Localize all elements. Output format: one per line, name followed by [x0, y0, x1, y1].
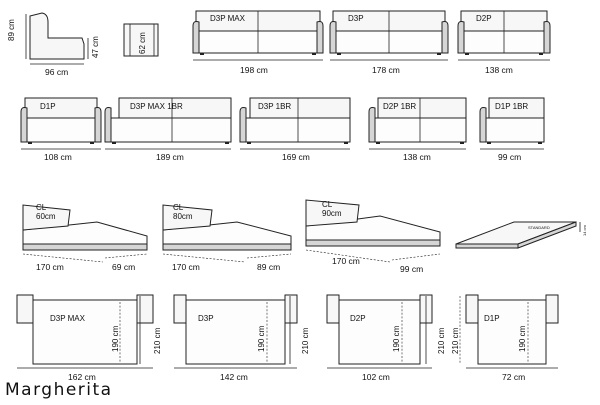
sofa-d3p-max-1br-label: D3P MAX 1BR: [130, 102, 183, 111]
bed-d3p-max-open: 210 cm: [153, 327, 162, 354]
mattress-thickness: 14 cm: [582, 224, 587, 236]
bed-d1p-length: 190 cm: [518, 325, 527, 352]
chaise-cl60-sub: 60cm: [36, 212, 56, 221]
bed-d3p-open: 210 cm: [301, 327, 310, 354]
chaise-cl60: CL 60cm 170 cm 69 cm: [22, 203, 148, 272]
sofa-d3p: D3P 178 cm: [329, 10, 449, 75]
bed-d3p-label: D3P: [198, 314, 214, 323]
chaise-cl90: CL 90cm 170 cm 99 cm: [305, 199, 441, 274]
bed-d2p-width: 102 cm: [362, 372, 390, 382]
bed-d2p-label: D2P: [350, 314, 366, 323]
collection-title: Margherita: [5, 380, 113, 400]
chaise-cl80: CL 80cm 170 cm 89 cm: [162, 203, 292, 272]
chaise-cl80-length: 170 cm: [172, 262, 200, 272]
bed-d2p-length: 190 cm: [392, 325, 401, 352]
bed-d2p-open: 210 cm: [437, 327, 446, 354]
bed-d1p: D1P 190 cm 210 cm 72 cm: [451, 294, 559, 382]
bed-d3p-max-label: D3P MAX: [50, 314, 86, 323]
mattress-label: STANDARD: [528, 225, 550, 230]
side-depth-label: 96 cm: [45, 67, 68, 77]
sofa-d3p-1br-width: 169 cm: [282, 152, 310, 162]
chaise-cl90-sub: 90cm: [322, 209, 342, 218]
side-seat-height-label: 47 cm: [91, 36, 100, 58]
side-view-diagram: 89 cm 47 cm 96 cm: [7, 12, 100, 77]
sofa-d3p-label: D3P: [348, 14, 364, 23]
sofa-d3p-width: 178 cm: [372, 65, 400, 75]
chaise-cl80-sub: 80cm: [173, 212, 193, 221]
sofa-d3p-max: D3P MAX 198 cm: [192, 10, 324, 75]
sofa-d3p-1br: D3P 1BR 169 cm: [239, 97, 351, 162]
chaise-cl80-width: 89 cm: [257, 262, 280, 272]
bed-d3p-width: 142 cm: [220, 372, 248, 382]
sofa-d1p-width: 108 cm: [44, 152, 72, 162]
armrest-diagram: 62 cm: [123, 23, 159, 57]
bed-d3p: D3P 190 cm 210 cm 142 cm: [173, 294, 310, 382]
chaise-cl60-label: CL: [36, 203, 47, 212]
sofa-d3p-1br-label: D3P 1BR: [258, 102, 291, 111]
bed-d1p-open: 210 cm: [451, 327, 460, 354]
chaise-cl90-label: CL: [322, 200, 333, 209]
sofa-d1p-label: D1P: [40, 102, 56, 111]
sofa-d2p-1br-label: D2P 1BR: [383, 102, 416, 111]
bed-d3p-max-length: 190 cm: [111, 325, 120, 352]
bed-d3p-length: 190 cm: [257, 325, 266, 352]
bed-d2p: D2P 190 cm 210 cm 102 cm: [326, 294, 446, 382]
armrest-width-label: 62 cm: [138, 32, 147, 54]
sofa-d2p-width: 138 cm: [485, 65, 513, 75]
sofa-d3p-max-1br-width: 189 cm: [156, 152, 184, 162]
chaise-cl80-label: CL: [173, 203, 184, 212]
bed-d3p-max-width: 162 cm: [68, 372, 96, 382]
chaise-cl90-length: 170 cm: [332, 256, 360, 266]
sofa-d2p-1br-width: 138 cm: [403, 152, 431, 162]
chaise-cl60-length: 170 cm: [36, 262, 64, 272]
side-height-label: 89 cm: [7, 19, 16, 41]
sofa-d3p-max-width: 198 cm: [240, 65, 268, 75]
sofa-d2p: D2P 138 cm: [457, 10, 551, 75]
sofa-d1p: D1P 108 cm: [20, 97, 102, 162]
sofa-d3p-max-label: D3P MAX: [210, 14, 246, 23]
sofa-d2p-label: D2P: [476, 14, 492, 23]
sofa-d1p-1br-label: D1P 1BR: [495, 102, 528, 111]
sofa-d1p-1br-width: 99 cm: [498, 152, 521, 162]
chaise-cl60-width: 69 cm: [112, 262, 135, 272]
mattress-diagram: STANDARD 14 cm: [455, 221, 587, 249]
bed-d3p-max: D3P MAX 190 cm 210 cm 162 cm: [16, 294, 162, 382]
chaise-cl90-width: 99 cm: [400, 264, 423, 274]
bed-d1p-width: 72 cm: [502, 372, 525, 382]
sofa-d3p-max-1br: D3P MAX 1BR 189 cm: [104, 97, 232, 162]
sofa-d2p-1br: D2P 1BR 138 cm: [368, 97, 467, 162]
sofa-d1p-1br: D1P 1BR 99 cm: [479, 97, 545, 162]
bed-d1p-label: D1P: [484, 314, 500, 323]
